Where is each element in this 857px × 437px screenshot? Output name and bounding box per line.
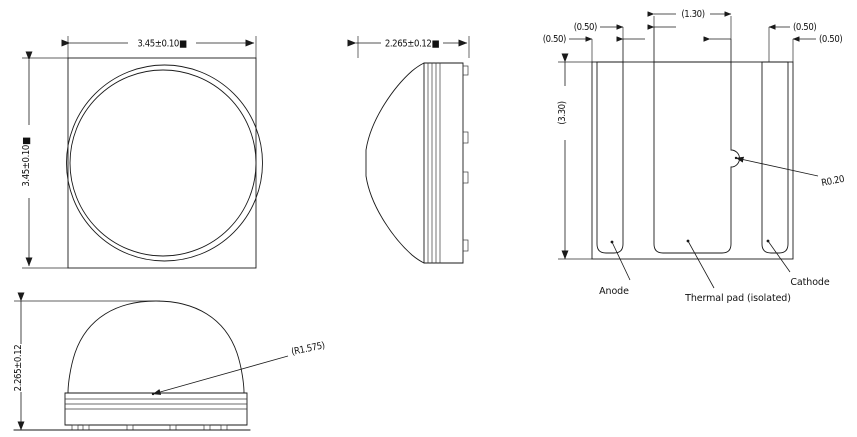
dome-radius-leader-line <box>152 355 289 395</box>
front-dome-outline <box>67 300 245 394</box>
view-side: 2.265±0.12■ <box>347 36 470 264</box>
dome-profile-outline <box>365 62 425 264</box>
dim-front-height-text: 2.265±0.12 <box>13 345 24 392</box>
cathode-pad <box>761 61 789 254</box>
dim-side-depth-text: 2.265±0.12■ <box>385 39 440 50</box>
dim-pad-height-text: (3.30) <box>557 101 568 124</box>
dim-pad-gap-right-outer-text: (0.50) <box>793 22 816 33</box>
side-pad-foot-3 <box>462 171 469 184</box>
front-foot-6 <box>220 424 228 431</box>
dim-pad-left-width-text: (0.50) <box>543 34 566 45</box>
anode-label: Anode <box>599 286 629 297</box>
thermal-pad-label: Thermal pad (isolated) <box>684 293 791 304</box>
front-foot-5 <box>203 424 211 431</box>
anode-pad <box>596 61 624 254</box>
front-foot-1 <box>71 424 79 431</box>
front-foot-3 <box>126 424 134 431</box>
cathode-leader-line <box>767 240 791 273</box>
front-foot-2 <box>82 424 90 431</box>
dim-pad-right-width-text: (0.50) <box>819 34 842 45</box>
side-pad-foot-2 <box>462 131 469 144</box>
bottom-body-outline <box>591 61 794 260</box>
side-pad-foot-4 <box>462 239 469 252</box>
anode-leader-line <box>611 241 631 281</box>
dim-top-width-text: 3.45±0.10■ <box>137 39 187 50</box>
dim-pad-center-width-text: (1.30) <box>681 9 704 20</box>
front-foot-4 <box>169 424 177 431</box>
view-bottom-pads: (1.30) (0.50) (0.50) (0.50) (0.50) (3.30… <box>543 9 845 304</box>
dim-top-height-text: 3.45±0.10■ <box>21 137 32 187</box>
dome-radius-label: (R1.575) <box>290 340 325 358</box>
view-front: 2.265±0.12 (R1.575) <box>13 292 326 431</box>
front-base-block <box>64 392 248 426</box>
view-top: 3.45±0.10■ 3.45±0.10■ <box>21 36 263 269</box>
thermal-pad <box>653 61 740 254</box>
lens-inner-circle <box>69 69 257 257</box>
cathode-label: Cathode <box>790 277 829 288</box>
lens-outer-circle <box>66 64 263 262</box>
radius-leader-line <box>735 156 819 177</box>
radius-callout-text: R0.20 <box>820 174 845 189</box>
collar-block <box>423 62 464 264</box>
thermal-leader-line <box>687 240 715 289</box>
package-body-outline <box>67 57 257 269</box>
dim-pad-gap-left-outer-text: (0.50) <box>574 22 597 33</box>
side-pad-foot-1 <box>462 65 469 76</box>
